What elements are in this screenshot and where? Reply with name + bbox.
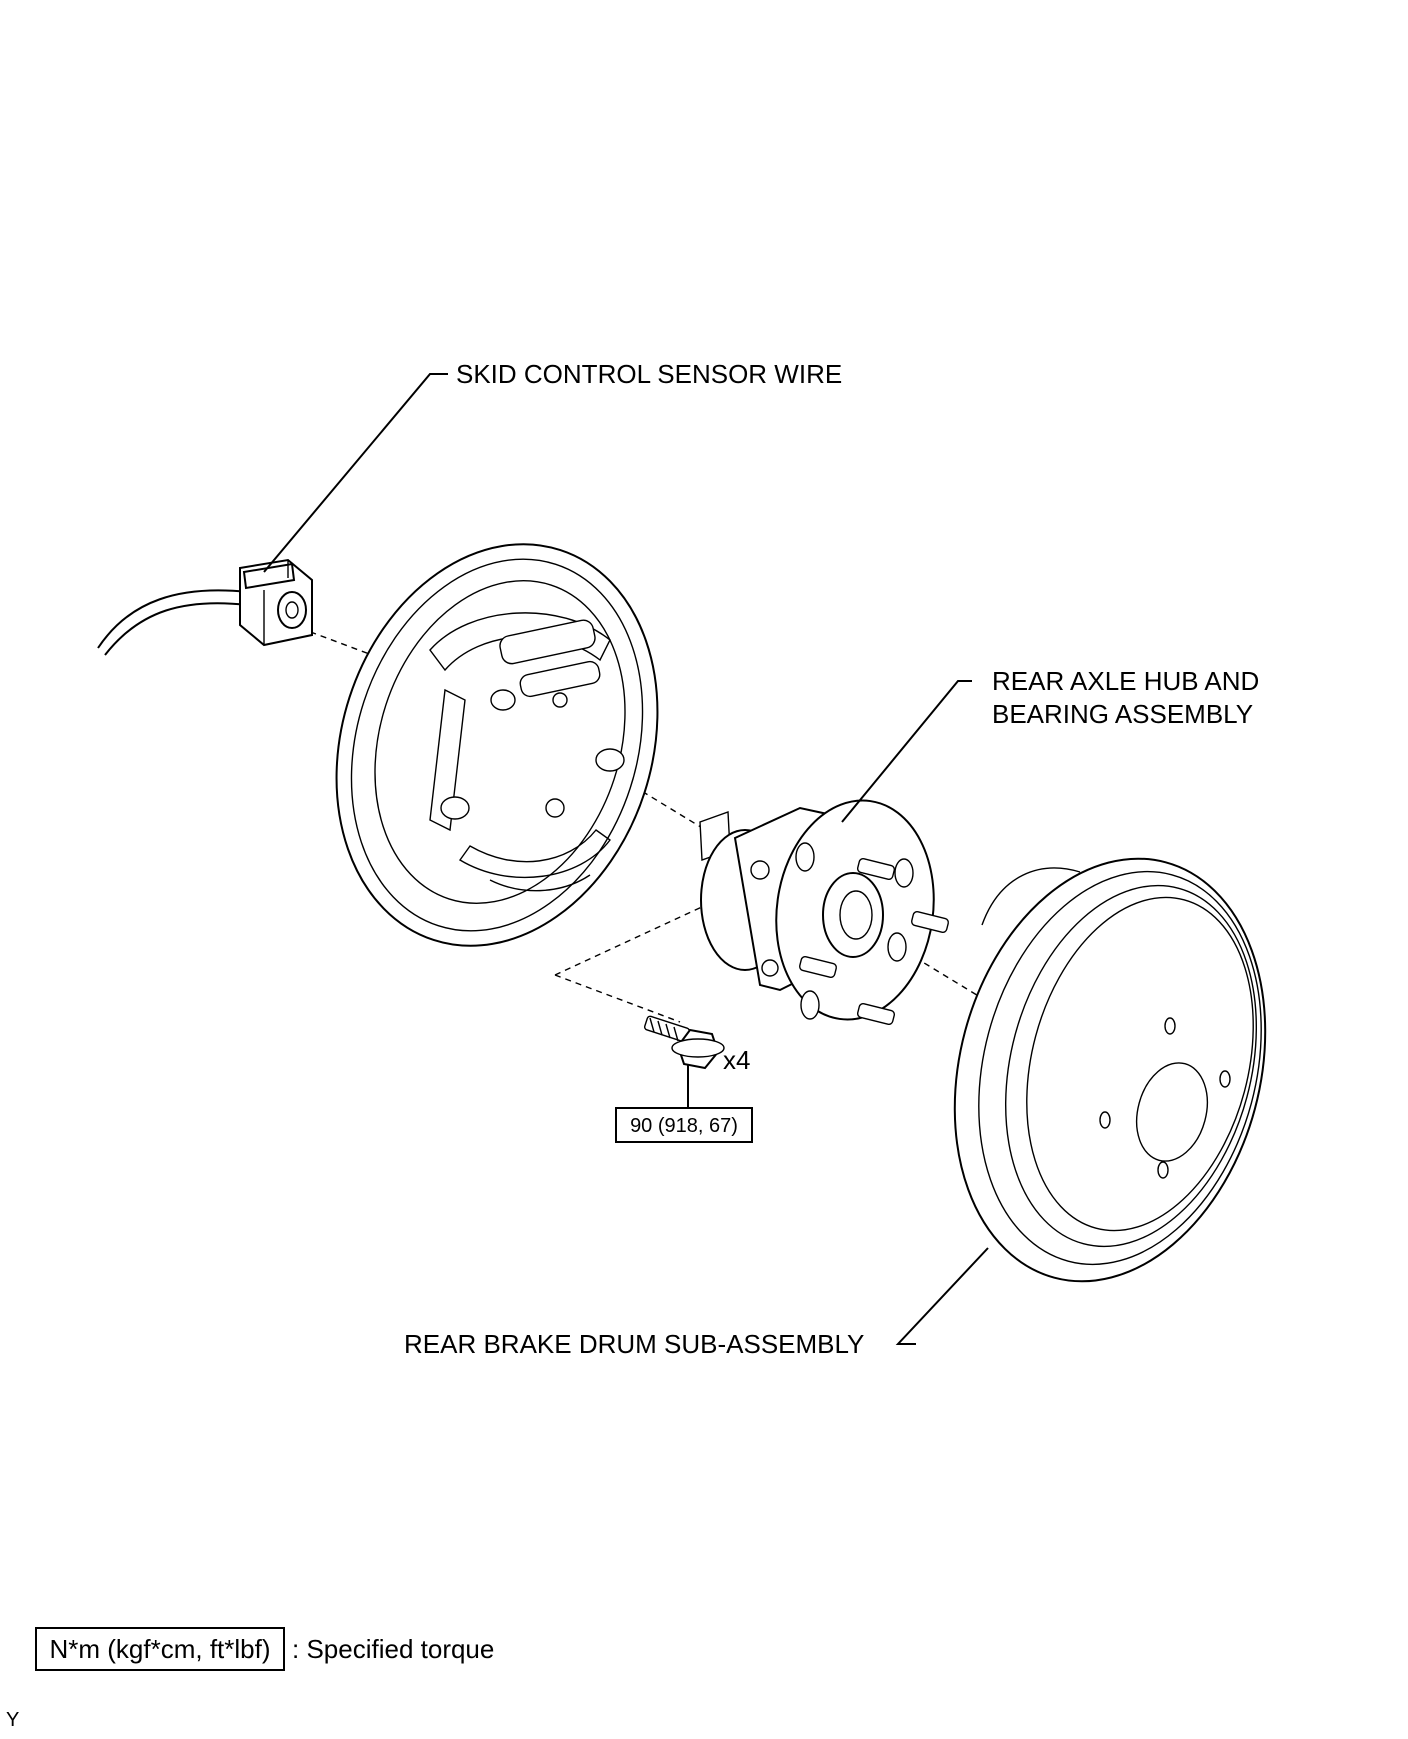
wheel-stud xyxy=(856,858,896,880)
skid-control-sensor xyxy=(97,558,313,656)
wheel-stud xyxy=(856,1003,896,1025)
brake-drum xyxy=(953,857,1267,1283)
label-hub-line1: REAR AXLE HUB AND xyxy=(992,666,1259,696)
corner-mark: Y xyxy=(6,1709,19,1731)
label-bolt-qty: x4 xyxy=(723,1045,750,1075)
label-hub-line2: BEARING ASSEMBLY xyxy=(992,699,1253,729)
backing-plate xyxy=(335,543,659,947)
leader-lines xyxy=(263,373,989,1345)
torque-value: 90 (918, 67) xyxy=(630,1115,738,1137)
legend: N*m (kgf*cm, ft*lbf) : Specified torque xyxy=(35,1627,494,1671)
wheel-stud xyxy=(798,956,838,978)
legend-description: : Specified torque xyxy=(292,1634,494,1664)
label-brake-drum: REAR BRAKE DRUM SUB-ASSEMBLY xyxy=(404,1329,864,1359)
torque-spec-box: 90 (918, 67) xyxy=(615,1107,753,1143)
legend-unit-box: N*m (kgf*cm, ft*lbf) xyxy=(49,1634,270,1664)
label-sensor-wire: SKID CONTROL SENSOR WIRE xyxy=(456,359,842,389)
wheel-stud xyxy=(910,911,950,933)
rear-axle-hub xyxy=(699,799,950,1025)
hub-bolt xyxy=(643,1015,725,1070)
